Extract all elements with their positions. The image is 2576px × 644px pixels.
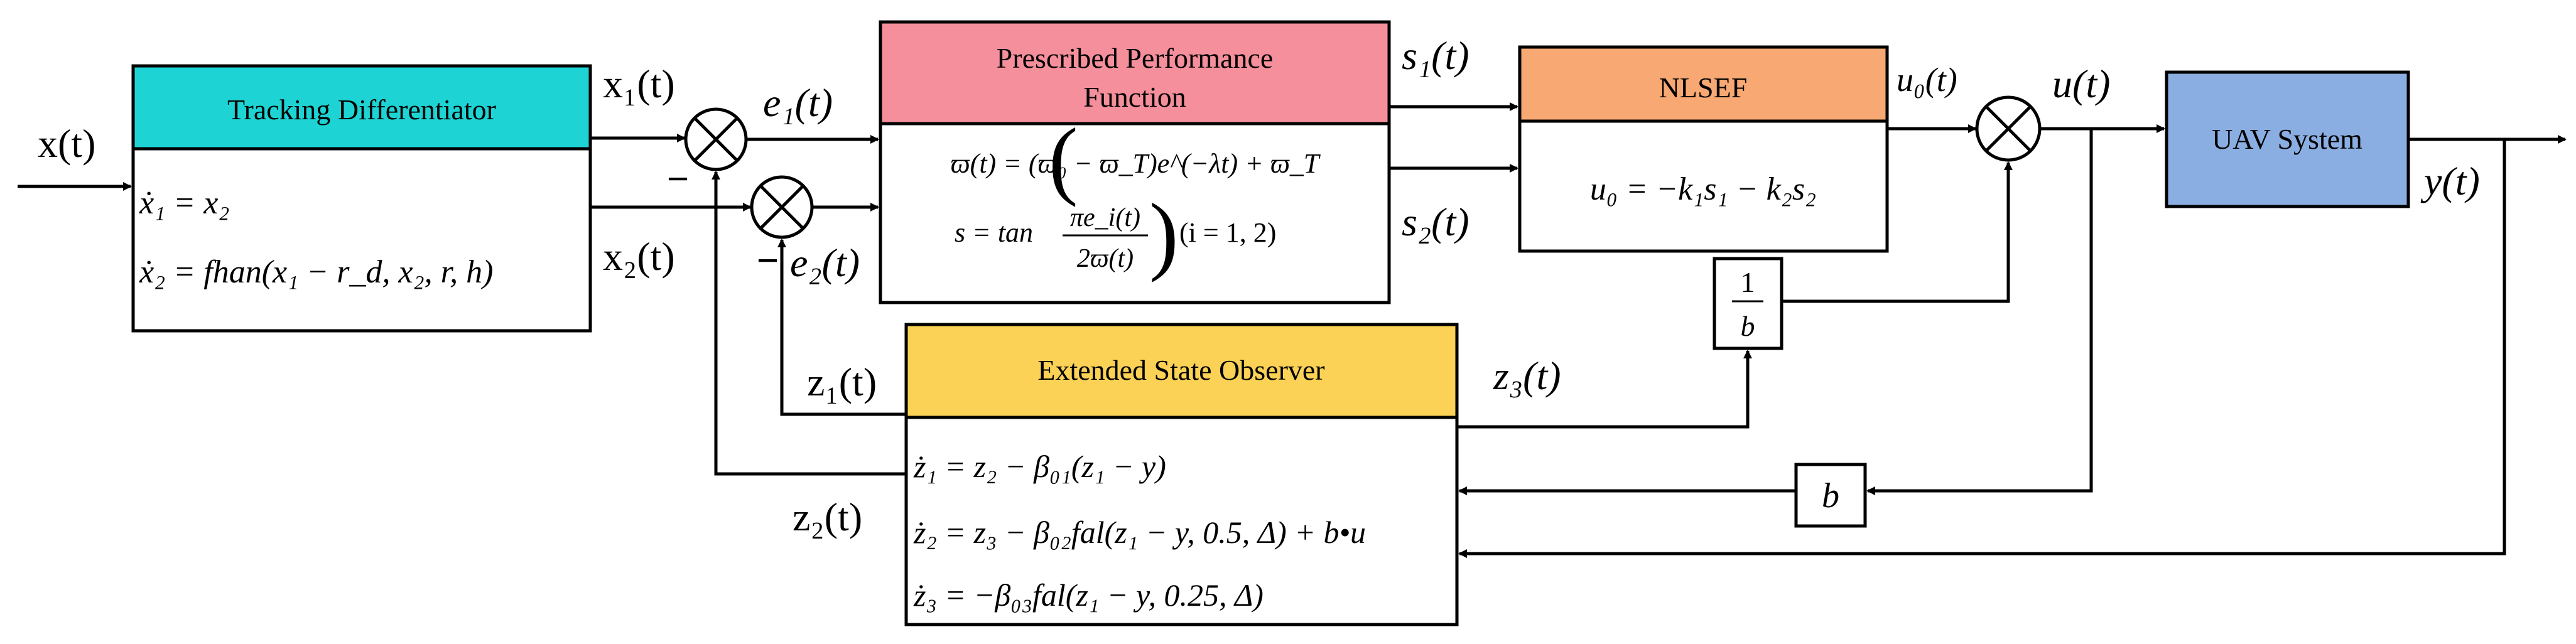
ppf-right-paren: ) bbox=[1149, 186, 1179, 283]
ppf-eq2-rhs: (i = 1, 2) bbox=[1179, 217, 1276, 248]
label-u: u(t) bbox=[2052, 62, 2110, 106]
eso-title: Extended State Observer bbox=[1037, 354, 1324, 386]
label-z1: z₁(t) bbox=[807, 360, 877, 404]
nlsef-title: NLSEF bbox=[1659, 72, 1748, 104]
label-x2: x₂(t) bbox=[603, 234, 675, 279]
ppf-eq2-num: πe_i(t) bbox=[1070, 203, 1140, 232]
connection-lines bbox=[18, 102, 2567, 558]
label-x1: x₁(t) bbox=[603, 62, 675, 106]
label-x-in: x(t) bbox=[38, 121, 95, 166]
ppf-header bbox=[879, 20, 1391, 126]
td-header bbox=[131, 64, 592, 151]
eso-eq1: ż₁ = z₂ − β₀₁(z₁ − y) bbox=[913, 449, 1166, 484]
label-y: y(t) bbox=[2420, 159, 2480, 203]
label-s1: s₁(t) bbox=[1402, 33, 1469, 78]
ppf-title-line2: Function bbox=[1083, 81, 1186, 113]
inverse-b-block: 1 b bbox=[1713, 257, 1783, 350]
td-body bbox=[131, 147, 592, 333]
inv-b-num: 1 bbox=[1741, 266, 1755, 298]
inv-b-den: b bbox=[1741, 310, 1755, 342]
eso-eq3: ż₃ = −β₀₃fal(z₁ − y, 0.25, Δ) bbox=[913, 577, 1264, 613]
ppf-body bbox=[879, 122, 1391, 304]
ppf-left-paren: ( bbox=[1049, 110, 1078, 208]
inv-b-box bbox=[1713, 257, 1783, 350]
summing-junction-2 bbox=[750, 175, 814, 239]
label-e2: e₂(t) bbox=[790, 240, 860, 285]
eso-header bbox=[904, 323, 1459, 419]
nlsef-eq: u₀ = −k₁s₁ − k₂s₂ bbox=[1590, 171, 1816, 207]
label-u0: u₀(t) bbox=[1897, 61, 1957, 99]
ppf-eq2-den: 2ϖ(t) bbox=[1077, 244, 1134, 273]
label-s2: s₂(t) bbox=[1402, 200, 1469, 244]
tracking-differentiator-block: Tracking Differentiator ẋ₁ = x₂ ẋ₂ = fha… bbox=[131, 64, 592, 333]
label-minus-1: − bbox=[667, 158, 689, 200]
uav-box bbox=[2165, 70, 2410, 208]
td-eq2: ẋ₂ = fhan(x₁ − r_d, x₂, r, h) bbox=[139, 254, 493, 290]
ppf-eq1: ϖ(t) = (ϖ₀ − ϖ_T)e^(−λt) + ϖ_T bbox=[951, 148, 1321, 179]
gain-b-box bbox=[1794, 463, 1867, 528]
td-eq1: ẋ₁ = x₂ bbox=[139, 185, 229, 221]
eso-eq2: ż₂ = z₃ − β₀₂fal(z₁ − y, 0.5, Δ) + b•u bbox=[913, 515, 1366, 550]
ppf-title-line1: Prescribed Performance bbox=[997, 42, 1274, 74]
summing-junction-1 bbox=[684, 107, 748, 171]
prescribed-performance-block: Prescribed Performance Function ϖ(t) = (… bbox=[879, 20, 1391, 304]
label-e1: e₁(t) bbox=[763, 80, 833, 125]
uav-system-block: UAV System bbox=[2165, 70, 2410, 208]
uav-title: UAV System bbox=[2212, 123, 2362, 155]
eso-body bbox=[904, 416, 1459, 626]
summing-junction-3 bbox=[1975, 95, 2042, 162]
eso-block: Extended State Observer ż₁ = z₂ − β₀₁(z₁… bbox=[904, 323, 1459, 626]
label-z3: z₃(t) bbox=[1493, 353, 1561, 398]
nlsef-body bbox=[1518, 119, 1889, 253]
label-z2: z₂(t) bbox=[793, 495, 862, 539]
td-title: Tracking Differentiator bbox=[227, 94, 496, 126]
ppf-eq2-lhs: s = tan bbox=[955, 217, 1033, 248]
label-minus-2: − bbox=[757, 239, 779, 281]
nlsef-block: NLSEF u₀ = −k₁s₁ − k₂s₂ bbox=[1518, 45, 1889, 253]
gain-b-block: b bbox=[1794, 463, 1867, 528]
gain-b-label: b bbox=[1822, 476, 1839, 515]
